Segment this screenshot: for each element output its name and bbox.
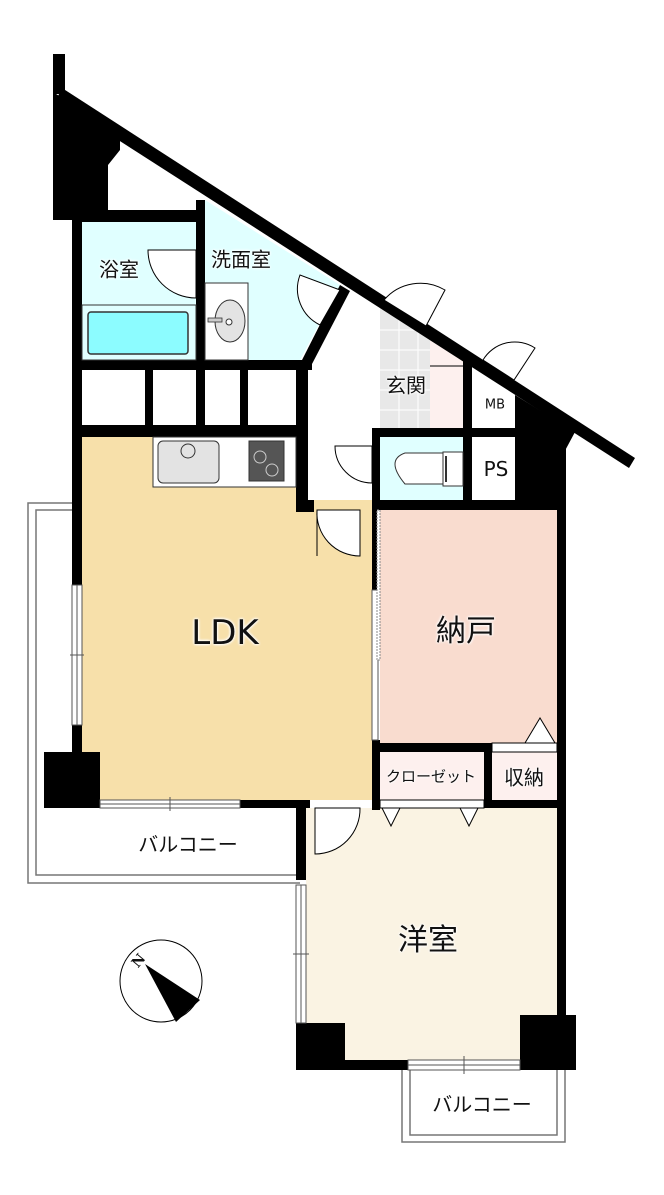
kitchen-sink-icon <box>157 440 220 484</box>
room-label-entrance: 玄関 <box>386 373 426 398</box>
bath-door <box>147 249 197 299</box>
room-label-washroom: 洗面室 <box>211 247 271 272</box>
sliding-door[interactable] <box>376 509 381 661</box>
doors <box>147 249 536 855</box>
compass-icon <box>119 939 203 1023</box>
room-label-ps: PS <box>483 457 509 481</box>
ldk-door <box>316 509 361 557</box>
room-closet-fill <box>380 752 484 802</box>
walls <box>44 54 635 1070</box>
balcony-south <box>401 1067 566 1143</box>
faucet-icon <box>207 317 223 323</box>
room-label-western: 洋室 <box>398 923 458 958</box>
bathtub-icon <box>87 311 189 355</box>
room-western-fill <box>306 808 557 1060</box>
room-label-storage: 収納 <box>504 765 544 790</box>
room-storage-fill <box>492 752 557 802</box>
room-label-ldk: LDK <box>191 613 259 653</box>
room-label-bath: 浴室 <box>99 257 139 282</box>
bath-step <box>81 304 197 361</box>
entrance-step-fill <box>430 335 463 428</box>
mb-door <box>482 341 536 381</box>
windows <box>70 584 521 1074</box>
room-ldk-fill <box>82 437 372 800</box>
room-label-mb: MB <box>484 397 506 413</box>
balcony-label-south: バルコニー <box>432 1092 532 1117</box>
balcony-west <box>27 502 300 884</box>
toilet-icon <box>394 451 464 487</box>
western-door <box>314 807 361 855</box>
washroom-door <box>296 274 341 326</box>
room-label-storeroom: 納戸 <box>436 614 496 649</box>
entrance-tiles <box>380 310 430 428</box>
room-storeroom-fill <box>380 510 557 746</box>
room-label-closet: クローゼット <box>385 767 477 786</box>
balcony-label-west: バルコニー <box>138 832 238 857</box>
entrance-door <box>383 282 446 327</box>
drain-icon <box>225 318 233 326</box>
stove-icon <box>248 440 285 482</box>
toilet-door <box>334 445 373 484</box>
closet-door-triangles <box>379 717 558 828</box>
